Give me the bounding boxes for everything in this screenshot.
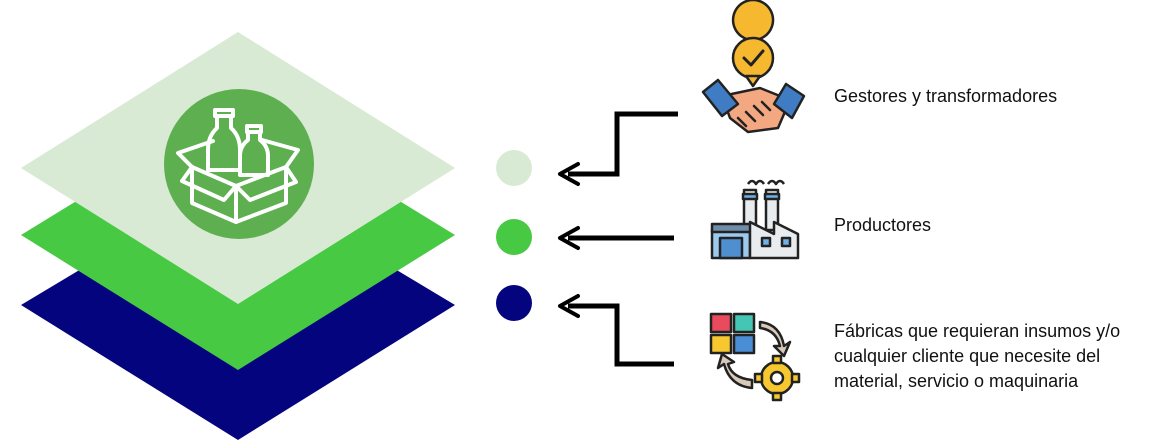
level-dot-bottom <box>496 285 532 321</box>
connector-arrow-bottom <box>568 303 674 367</box>
factory-icon <box>710 179 800 260</box>
arrowhead-top <box>558 162 580 186</box>
connector-arrow-top <box>568 111 678 177</box>
level-dot-middle <box>496 219 532 255</box>
arrowhead-bottom <box>558 294 580 318</box>
stakeholder-label-fabricas: Fábricas que requieran insumos y/o cualq… <box>834 319 1154 394</box>
stakeholder-label-productores: Productores <box>834 215 932 235</box>
recycling-box-bottles-icon <box>164 89 314 239</box>
arrowhead-middle <box>558 226 580 250</box>
stakeholder-label-line: cualquier cliente que necesite del <box>834 346 1101 366</box>
puzzle-gear-icon <box>709 312 801 402</box>
stakeholder-label-line: Fábricas que requieran insumos y/o <box>834 321 1121 341</box>
stakeholder-label-line: material, servicio o maquinaria <box>834 371 1079 391</box>
handshake-check-icon <box>701 0 806 134</box>
level-dot-top <box>496 150 532 186</box>
stakeholder-label-gestores: Gestores y transformadores <box>834 86 1058 106</box>
